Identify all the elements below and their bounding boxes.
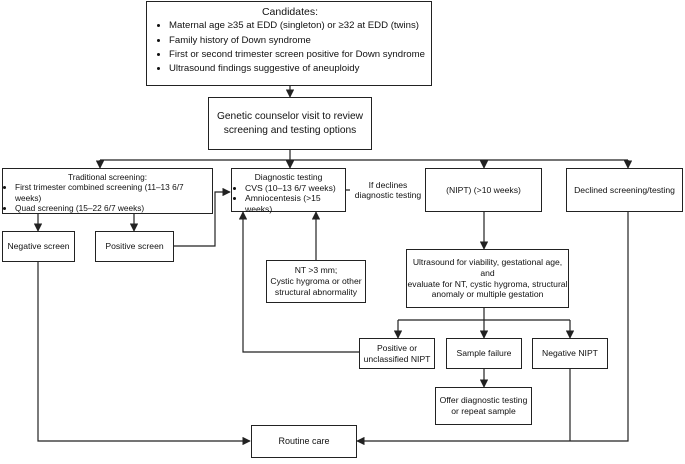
- edge-label-line: If declines: [368, 180, 408, 190]
- declined-box: Declined screening/testing: [566, 168, 683, 212]
- negative-nipt-box: Negative NIPT: [532, 338, 608, 369]
- sample-failure-box: Sample failure: [446, 338, 522, 369]
- declined-label: Declined screening/testing: [574, 184, 675, 195]
- traditional-item: Quad screening (15–22 6/7 weeks): [15, 203, 208, 213]
- candidates-box: Candidates: Maternal age ≥35 at EDD (sin…: [146, 1, 432, 86]
- arrow-positive-nipt-to-diagnostic: [238, 211, 359, 353]
- offer-line: Offer diagnostic testing: [439, 395, 528, 406]
- diagnostic-title: Diagnostic testing: [254, 172, 323, 182]
- traditional-item: First trimester combined screening (11–1…: [15, 182, 208, 203]
- nipt-label: (NIPT) (>10 weeks): [446, 184, 521, 195]
- genetic-counselor-box: Genetic counselor visit to review screen…: [208, 97, 372, 150]
- negative-screen-label: Negative screen: [7, 241, 70, 252]
- candidates-item: First or second trimester screen positiv…: [169, 48, 425, 62]
- counselor-line: Genetic counselor visit to review: [216, 110, 364, 122]
- candidates-item: Maternal age ≥35 at EDD (singleton) or ≥…: [169, 19, 425, 33]
- candidates-title: Candidates:: [261, 6, 319, 18]
- traditional-list: First trimester combined screening (11–1…: [7, 182, 208, 213]
- nt-box: NT >3 mm; Cystic hygroma or other struct…: [266, 260, 366, 303]
- positive-nipt-line: unclassified NIPT: [363, 353, 431, 364]
- traditional-title: Traditional screening:: [67, 172, 147, 182]
- declines-diagnostic-label: If declines diagnostic testing: [350, 180, 426, 201]
- traditional-screening-box: Traditional screening: First trimester c…: [2, 168, 213, 214]
- candidates-item: Ultrasound findings suggestive of aneupl…: [169, 62, 425, 76]
- candidates-item: Family history of Down syndrome: [169, 34, 425, 48]
- nt-line: Cystic hygroma or other: [270, 276, 362, 287]
- nipt-box: (NIPT) (>10 weeks): [425, 168, 542, 212]
- candidates-list: Maternal age ≥35 at EDD (singleton) or ≥…: [155, 19, 425, 77]
- offer-line: or repeat sample: [451, 406, 516, 416]
- diagnostic-item: CVS (10–13 6/7 weeks): [245, 183, 341, 194]
- diagnostic-item: Amniocentesis (>15 weeks): [245, 193, 341, 214]
- positive-screen-label: Positive screen: [105, 241, 164, 252]
- offer-box: Offer diagnostic testing or repeat sampl…: [435, 387, 532, 425]
- diagnostic-list: CVS (10–13 6/7 weeks) Amniocentesis (>15…: [236, 183, 341, 215]
- counselor-line: screening and testing options: [223, 124, 357, 136]
- arrow-declined-to-routine: [356, 212, 629, 446]
- ultrasound-box: Ultrasound for viability, gestational ag…: [406, 249, 569, 308]
- arrow-negative-screen-to-routine: [37, 262, 251, 446]
- nt-line: NT >3 mm;: [294, 265, 338, 276]
- arrow-positive-to-diagnostic: [174, 187, 231, 247]
- ultrasound-line: evaluate for NT, cystic hygroma, structu…: [407, 278, 568, 289]
- positive-nipt-box: Positive or unclassified NIPT: [359, 338, 435, 369]
- edge-label-line: diagnostic testing: [354, 190, 422, 201]
- diagnostic-testing-box: Diagnostic testing CVS (10–13 6/7 weeks)…: [231, 168, 346, 215]
- nt-line: structural abnormality: [274, 286, 358, 297]
- negative-screen-box: Negative screen: [2, 231, 75, 262]
- positive-screen-box: Positive screen: [95, 231, 174, 262]
- positive-nipt-line: Positive or: [376, 342, 418, 353]
- routine-care-box: Routine care: [251, 425, 357, 458]
- sample-failure-label: Sample failure: [456, 348, 512, 359]
- ultrasound-line: Ultrasound for viability, gestational ag…: [412, 257, 563, 278]
- negative-nipt-label: Negative NIPT: [542, 348, 598, 359]
- routine-care-label: Routine care: [278, 435, 330, 446]
- ultrasound-line: anomaly or multiple gestation: [431, 289, 544, 300]
